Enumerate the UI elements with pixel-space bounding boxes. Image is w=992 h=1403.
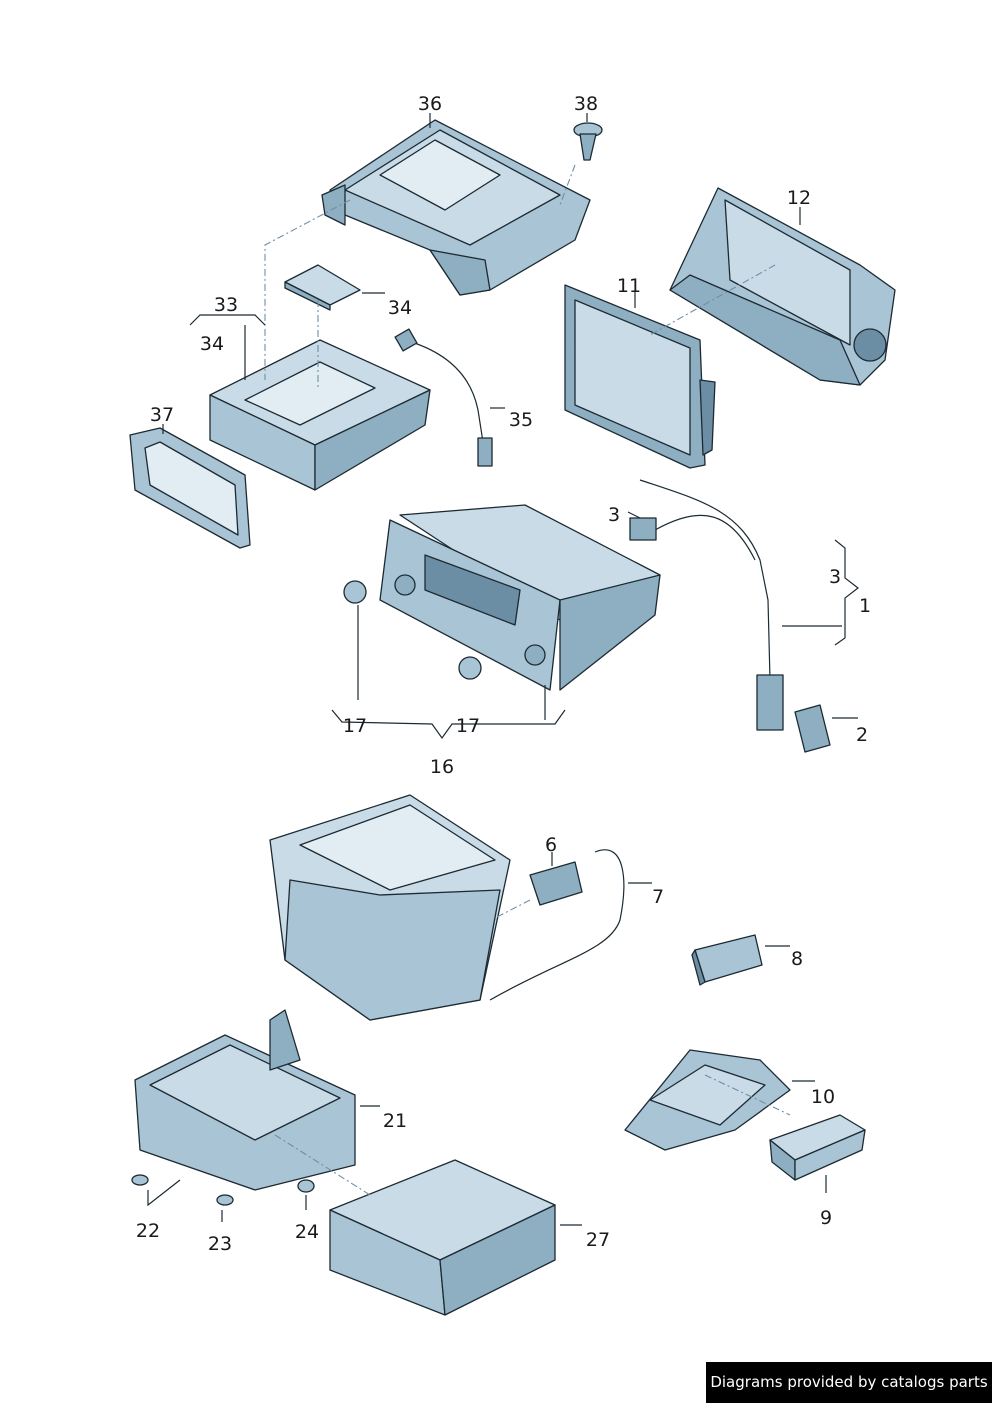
part-16-radio-unit: [379, 504, 661, 691]
label-10: 10: [811, 1086, 835, 1108]
label-36: 36: [418, 93, 442, 115]
part-10-bracket: [624, 1049, 791, 1151]
part-17-knob-right: [458, 656, 482, 680]
alignment-line-12-11: [649, 264, 776, 336]
label-2: 2: [856, 724, 868, 746]
part-38-screw: [573, 122, 603, 161]
label-6: 6: [545, 834, 557, 856]
part-37-trim-frame: [129, 427, 251, 549]
label-3-set: 3: [829, 566, 841, 588]
part-34-memory-card: [284, 264, 361, 311]
alignment-line-36-33: [264, 199, 351, 380]
attribution-banner: Diagrams provided by catalogs parts: [706, 1362, 992, 1403]
label-24: 24: [295, 1221, 319, 1243]
label-34-card: 34: [388, 297, 412, 319]
label-23: 23: [208, 1233, 232, 1255]
label-11: 11: [617, 275, 641, 297]
part-17-knob-left: [343, 580, 367, 604]
part-27-media-unit: [329, 1159, 556, 1316]
label-8: 8: [791, 948, 803, 970]
part-12-display-housing: [669, 187, 896, 386]
label-12: 12: [787, 187, 811, 209]
leader-lines: [147, 113, 859, 1226]
label-37: 37: [150, 404, 174, 426]
part-11-display-screen: [564, 284, 716, 469]
label-7: 7: [652, 886, 664, 908]
part-23-screw: [216, 1194, 234, 1206]
alignment-line-6: [494, 899, 531, 919]
label-35: 35: [509, 409, 533, 431]
label-16: 16: [430, 756, 454, 778]
part-33-navigation-unit: [209, 339, 431, 491]
label-17-left: 17: [343, 715, 367, 737]
alignment-line-38: [559, 164, 576, 206]
part-1-cable-harness: [629, 479, 784, 731]
part-22-screw: [131, 1174, 149, 1186]
alignment-line-21-27: [274, 1134, 371, 1196]
storage-box: [269, 794, 511, 1021]
part-8-usb-module: [691, 934, 763, 986]
label-27: 27: [586, 1229, 610, 1251]
label-21: 21: [383, 1110, 407, 1132]
label-9: 9: [820, 1207, 832, 1229]
part-2-connector: [794, 704, 831, 753]
label-3-connector: 3: [608, 504, 620, 526]
label-34-set: 34: [200, 333, 224, 355]
alignment-line-10-9: [704, 1074, 791, 1116]
label-33: 33: [214, 294, 238, 316]
part-36-mounting-bracket: [321, 119, 591, 296]
part-9-module: [769, 1114, 866, 1181]
label-1: 1: [859, 595, 871, 617]
part-35-cable: [394, 328, 493, 467]
part-24-nut: [297, 1179, 315, 1193]
label-22: 22: [136, 1220, 160, 1242]
part-21-holder: [134, 1009, 356, 1191]
part-6-socket: [529, 861, 583, 906]
label-17-right: 17: [456, 715, 480, 737]
label-38: 38: [574, 93, 598, 115]
part-7-cable: [489, 849, 625, 1001]
